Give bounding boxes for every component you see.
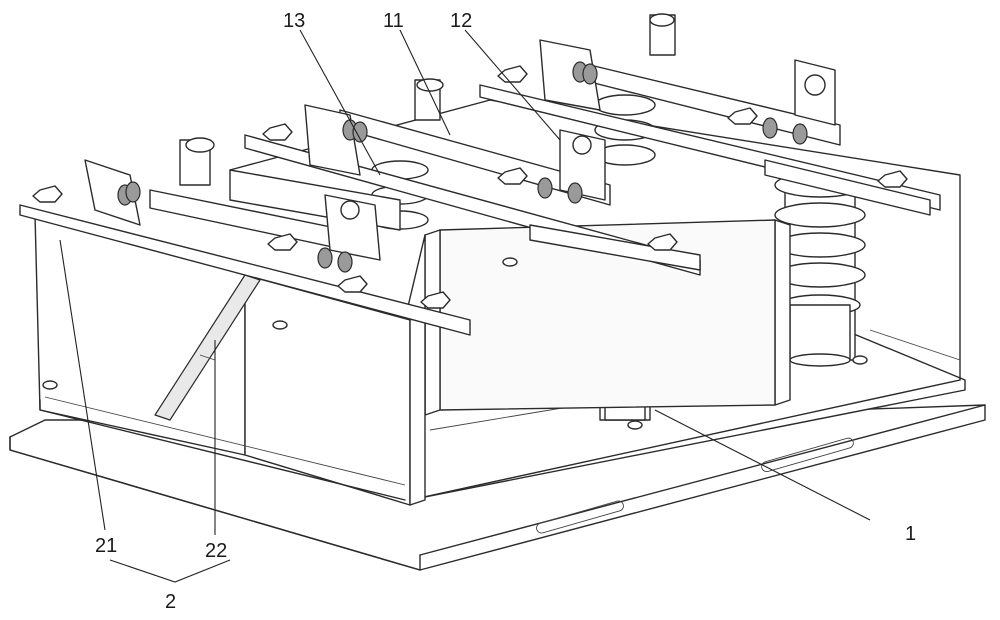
spring (762, 117, 808, 145)
spring (537, 177, 583, 204)
part-labels: 13 11 12 21 22 2 1 (95, 10, 916, 613)
label-22: 22 (205, 540, 227, 562)
nut (262, 123, 293, 141)
label-21: 21 (95, 535, 117, 557)
nut (497, 167, 528, 185)
springs-and-bolts (32, 61, 908, 309)
busbar-right (479, 13, 941, 216)
nut (32, 185, 63, 203)
label-2: 2 (165, 591, 176, 613)
nut (267, 233, 298, 251)
front-enclosure (34, 214, 868, 506)
insulator-rear-right (774, 172, 866, 367)
leader-lines (59, 29, 871, 583)
nut (727, 107, 758, 125)
spring (572, 61, 598, 85)
spring (117, 181, 141, 206)
nut (497, 65, 528, 83)
label-1: 1 (905, 523, 916, 545)
nut (420, 291, 451, 309)
label-11: 11 (383, 10, 404, 32)
label-12: 12 (450, 10, 472, 32)
spring (342, 119, 368, 143)
nut (337, 275, 368, 293)
spring (317, 247, 353, 273)
contact-brackets (84, 39, 836, 261)
nut (647, 233, 678, 251)
label-13: 13 (283, 10, 305, 32)
nut (877, 170, 908, 188)
busbar-left (19, 137, 471, 336)
